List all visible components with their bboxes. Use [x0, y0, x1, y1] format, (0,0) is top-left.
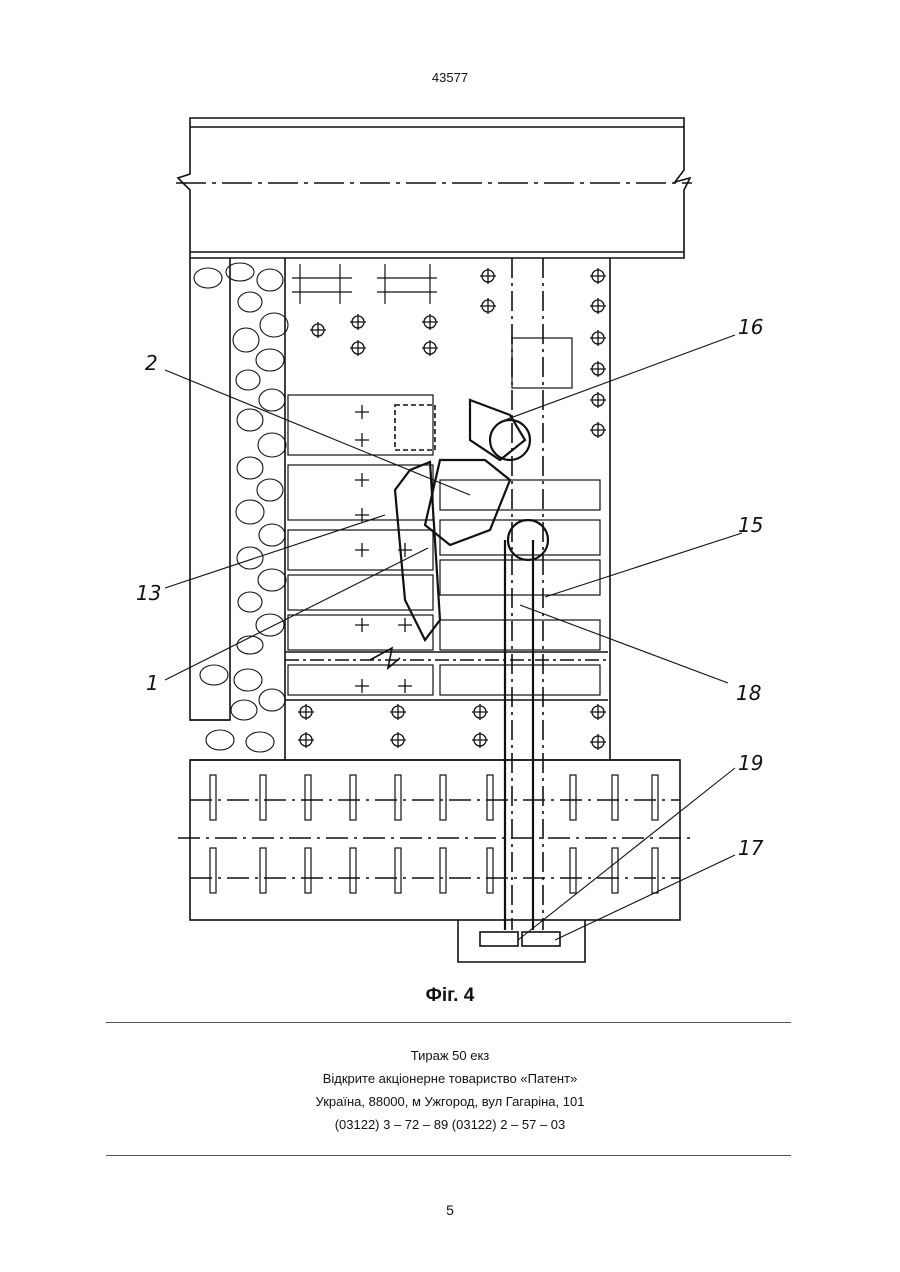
imprint-phones: (03122) 3 – 72 – 89 (03122) 2 – 57 – 03 [0, 1113, 900, 1136]
callout-19: 19 [738, 751, 763, 775]
figure-caption: Фіг. 4 [0, 985, 900, 1007]
callout-16: 16 [738, 315, 763, 339]
imprint-publisher: Відкрите акціонерне товариство «Патент» [0, 1067, 900, 1090]
top-divider [106, 1022, 791, 1023]
imprint-circulation: Тираж 50 екз [0, 1044, 900, 1067]
callout-2: 2 [145, 351, 158, 375]
callout-17: 17 [738, 836, 764, 860]
callout-13: 13 [136, 581, 161, 605]
callout-1: 1 [146, 671, 159, 695]
callout-18: 18 [736, 681, 761, 705]
page-number: 5 [0, 1202, 900, 1218]
imprint-address: Україна, 88000, м Ужгород, вул Гагаріна,… [0, 1090, 900, 1113]
imprint-block: Тираж 50 екз Відкрите акціонерне товарис… [0, 1044, 900, 1136]
bottom-divider [106, 1155, 791, 1156]
callout-15: 15 [738, 513, 763, 537]
